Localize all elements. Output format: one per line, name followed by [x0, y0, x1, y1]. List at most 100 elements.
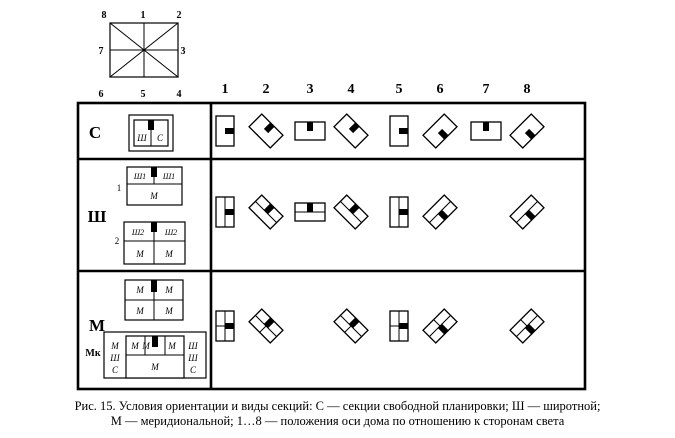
orientation-icon-sh-2	[248, 194, 284, 230]
orientation-icon-sh-6	[422, 194, 458, 230]
icon-stair	[225, 323, 234, 329]
column-headers: 1 2 3 4 5 6 7 8	[222, 82, 531, 97]
compass-number-7: 7	[99, 46, 104, 57]
plan-sh-1-stair	[151, 167, 157, 177]
plan-sh-1-letter-1: Ш1	[133, 172, 146, 181]
plan-m-2-letter-10: С	[190, 365, 197, 375]
compass-diagram: 1 2 3 4 5 6 7 8	[99, 10, 186, 100]
icon-stair	[524, 209, 536, 221]
compass-number-1: 1	[141, 10, 146, 21]
plan-m-1-stair	[151, 280, 157, 292]
orientation-icon-m-2	[248, 308, 284, 344]
icon-stair	[225, 128, 234, 134]
table-frame	[76, 101, 587, 391]
plan-sh-2-letter-3: М	[135, 249, 144, 259]
plan-sh-1-letter-3: М	[149, 191, 158, 201]
table-outline	[76, 101, 587, 391]
orientation-icon-c-1	[215, 115, 235, 147]
compass-number-2: 2	[177, 10, 182, 21]
plan-m-1-letter-2: М	[164, 285, 173, 295]
plan-sh-2-letter-1: Ш2	[131, 228, 144, 237]
row-m-sublabel-mk: Мк	[85, 348, 100, 359]
orientation-icon-c-5	[389, 115, 409, 147]
row-label-c: С	[89, 123, 101, 142]
plan-c: Ш С	[128, 114, 174, 152]
row-label-sh: Ш	[88, 207, 107, 226]
plan-m-2-letter-8: М	[150, 362, 159, 372]
plan-m-2-letter-3: М	[167, 341, 176, 351]
plan-m-1-letter-4: М	[164, 306, 173, 316]
plan-sh-1-letter-2: Ш1	[162, 172, 175, 181]
plan-m-1: М М М М	[124, 279, 184, 321]
column-header-4: 4	[348, 82, 355, 97]
plan-c-letter-1: Ш	[136, 133, 147, 143]
orientation-icon-c-4	[333, 113, 369, 149]
icon-stair	[437, 128, 449, 140]
orientation-icon-c-3	[294, 121, 326, 141]
orientation-icon-sh-8	[509, 194, 545, 230]
caption-line-1: Рис. 15. Условия ориентации и виды секци…	[74, 399, 601, 413]
plan-m-2-stair	[152, 336, 158, 347]
icon-divider-h	[255, 315, 277, 337]
icon-stair	[437, 209, 449, 221]
plan-m-2: М М М М Ш Ш С М Ш С	[103, 331, 207, 379]
orientation-icon-m-6	[422, 308, 458, 344]
plan-m-1-letter-1: М	[135, 285, 144, 295]
icon-stair	[524, 128, 536, 140]
icon-stair	[307, 203, 313, 212]
orientation-icon-c-6	[422, 113, 458, 149]
plan-sh-2: Ш2 Ш2 М М	[123, 221, 186, 265]
caption-line-2: М — меридиональной; 1…8 — положения оси …	[110, 414, 565, 428]
figure-caption: Рис. 15. Условия ориентации и виды секци…	[0, 399, 675, 429]
column-header-3: 3	[307, 82, 314, 97]
row-label-m: М	[89, 316, 105, 335]
row-sh-header: Ш 1 2 Ш1 Ш1 М Ш2 Ш2 М М	[88, 166, 186, 265]
compass-number-6: 6	[99, 89, 104, 100]
plan-sh-2-letter-2: Ш2	[164, 228, 177, 237]
orientation-icon-sh-4	[333, 194, 369, 230]
icon-stair	[437, 323, 449, 335]
column-header-5: 5	[396, 82, 403, 97]
orientation-icon-sh-3	[294, 202, 326, 222]
plan-sh-2-stair	[151, 222, 157, 232]
plan-sh-1: Ш1 Ш1 М	[126, 166, 183, 206]
plan-m-2-letter-7: С	[112, 365, 119, 375]
orientation-icon-sh-1	[215, 196, 235, 228]
icon-stair	[263, 122, 275, 134]
icon-stair	[225, 209, 234, 215]
compass-number-4: 4	[177, 89, 182, 100]
icon-stair	[399, 128, 408, 134]
plan-m-2-letter-6: Ш	[187, 353, 198, 363]
plan-m-2-letter-2: М	[141, 341, 150, 351]
orientation-icon-m-5	[389, 310, 409, 342]
orientation-icon-m-1	[215, 310, 235, 342]
orientation-icon-c-8	[509, 113, 545, 149]
orientation-icon-sh-5	[389, 196, 409, 228]
icon-stair	[348, 317, 360, 329]
orientation-icon-m-4	[333, 308, 369, 344]
compass-number-3: 3	[181, 46, 186, 57]
plan-m-2-letter-1: М	[130, 341, 139, 351]
icon-stair	[263, 317, 275, 329]
plan-m-2-letter-4: М	[110, 341, 119, 351]
plan-c-letter-2: С	[157, 133, 164, 143]
plan-m-2-letter-5: Ш	[109, 353, 120, 363]
orientation-icon-c-2	[248, 113, 284, 149]
icon-stair	[348, 203, 360, 215]
plan-sh-2-letter-4: М	[164, 249, 173, 259]
column-header-8: 8	[524, 82, 531, 97]
icon-stair	[524, 323, 536, 335]
plan-m-1-letter-3: М	[135, 306, 144, 316]
column-header-7: 7	[483, 82, 490, 97]
row-c-header: С Ш С	[89, 114, 174, 152]
compass-number-5: 5	[141, 89, 146, 100]
icon-stair	[348, 122, 360, 134]
plan-m-2-letter-9: Ш	[187, 341, 198, 351]
icon-stair	[399, 323, 408, 329]
orientation-icons	[215, 113, 545, 344]
icon-stair	[399, 209, 408, 215]
row-sh-sublabel-2: 2	[115, 236, 120, 246]
compass-number-8: 8	[102, 10, 107, 21]
plan-c-stair	[148, 120, 154, 130]
